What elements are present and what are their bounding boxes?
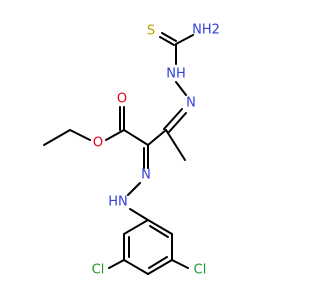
ring-inner-bond-2 xyxy=(148,256,168,269)
ring-bond-3 xyxy=(147,259,173,275)
bond-o-ch2 xyxy=(69,129,91,141)
bond-c-s-double-b xyxy=(161,32,177,42)
atom-nh2: NH2 xyxy=(192,23,220,38)
atom-hn-anilino: HN xyxy=(108,195,128,210)
bond-hn-ring xyxy=(129,208,149,221)
atom-n-hydrazone: N xyxy=(141,168,151,183)
bond-nh-n xyxy=(175,81,187,96)
atom-o-ester: O xyxy=(93,136,103,151)
ring-bond-1 xyxy=(147,219,173,235)
bond-n-c-double-b xyxy=(168,112,187,133)
atom-cl-right: Cl xyxy=(194,263,207,278)
bond-c-methyl xyxy=(165,129,186,161)
bonds xyxy=(43,32,194,275)
bond-ch2-ch3 xyxy=(43,129,71,146)
atom-cl-left: Cl xyxy=(92,263,105,278)
bond-ring-cl-left xyxy=(108,259,125,269)
ring-bond-6 xyxy=(123,219,149,235)
bond-ring-cl-right xyxy=(171,259,189,269)
molecule-svg: S NH2 NH N O O N HN Cl Cl xyxy=(43,23,220,278)
atom-n-imine-top: N xyxy=(186,96,196,111)
bond-n-hn xyxy=(127,182,141,196)
molecule-diagram: S NH2 NH N O O N HN Cl Cl xyxy=(43,23,220,278)
atom-nh-hydrazide: NH xyxy=(166,67,186,82)
ring-inner-bond-1 xyxy=(149,225,169,238)
bond-c-nh2 xyxy=(175,34,194,45)
atom-labels: S NH2 NH N O O N HN Cl Cl xyxy=(92,23,220,278)
bond-c-o-ester xyxy=(105,129,125,141)
bond-n-c-double-a xyxy=(163,108,183,130)
atom-s-thio: S xyxy=(147,24,155,39)
bond-c-c-central xyxy=(147,129,167,146)
atom-o-carbonyl: O xyxy=(117,92,127,107)
bond-c-ester-carbon xyxy=(123,129,149,146)
bond-c-s-double-a xyxy=(159,36,175,46)
ring-bond-4 xyxy=(123,259,149,275)
